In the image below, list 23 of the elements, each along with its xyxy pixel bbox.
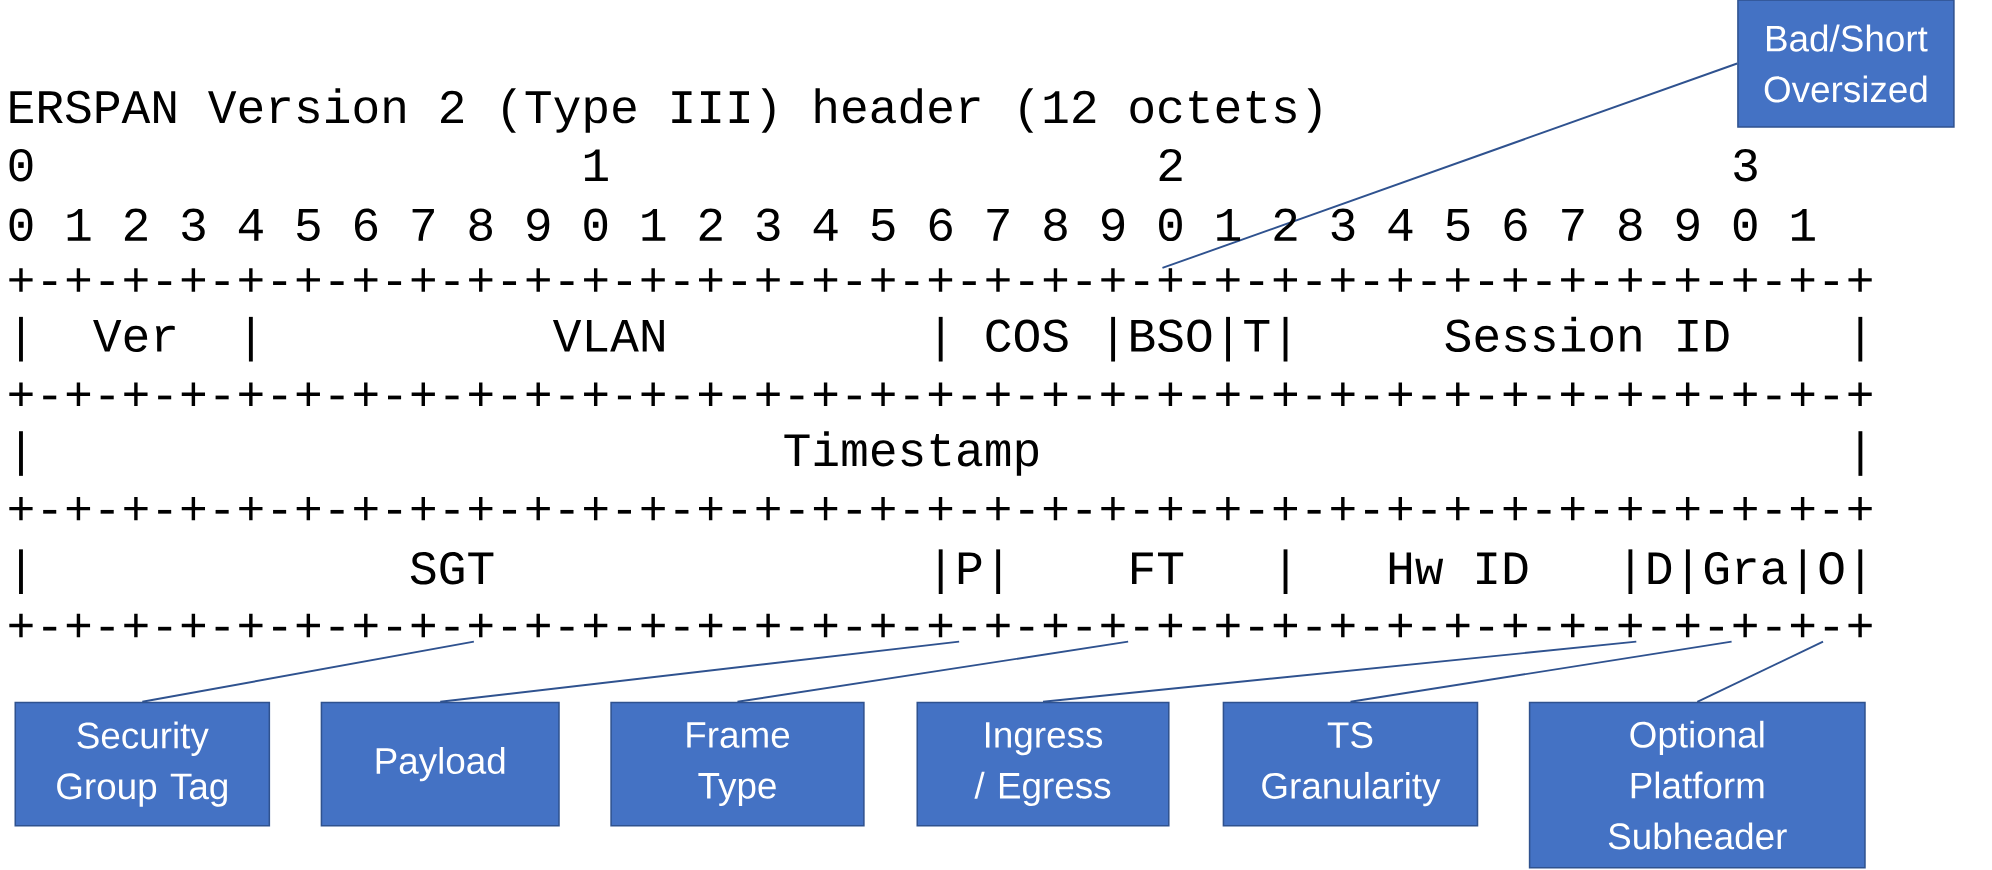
callout-box: Bad/Short Oversized <box>1737 0 1955 128</box>
separator-line: +-+-+-+-+-+-+-+-+-+-+-+-+-+-+-+-+-+-+-+-+-+-+-+-+-+-+-+-+-+-+-+-+ <box>9 496 1872 521</box>
leader-line <box>141 640 475 703</box>
callout-box: Ingress / Egress <box>916 701 1170 827</box>
leader-line <box>439 640 961 703</box>
callout-box: Security Group Tag <box>14 701 271 827</box>
leader-line <box>1696 640 1824 703</box>
field-row: | SGT |P| FT | Hw ID |D|Gra|O| <box>19 549 1863 594</box>
leader-line <box>1161 62 1739 269</box>
callout-box: Payload <box>320 701 560 827</box>
field-row: | Timestamp | <box>19 431 1863 476</box>
separator-line: +-+-+-+-+-+-+-+-+-+-+-+-+-+-+-+-+-+-+-+-+-+-+-+-+-+-+-+-+-+-+-+-+ <box>9 382 1872 406</box>
callout-box: Optional Platform Subheader <box>1528 701 1866 869</box>
separator-line: +-+-+-+-+-+-+-+-+-+-+-+-+-+-+-+-+-+-+-+-+-+-+-+-+-+-+-+-+-+-+-+-+ <box>9 268 1872 292</box>
field-row: | Ver | VLAN | COS |BSO|T| Session ID | <box>19 316 1863 362</box>
leader-line <box>736 640 1130 703</box>
bit-number-row: 0 1 2 3 <box>9 148 1757 182</box>
callout-box: Frame Type <box>610 701 865 827</box>
leader-line <box>1349 640 1733 703</box>
callout-box: TS Granularity <box>1222 701 1479 827</box>
leader-line <box>1042 640 1638 703</box>
separator-line: +-+-+-+-+-+-+-+-+-+-+-+-+-+-+-+-+-+-+-+-+-+-+-+-+-+-+-+-+-+-+-+-+ <box>9 613 1872 638</box>
header-title: ERSPAN Version 2 (Type III) header (12 octets) <box>10 88 1321 133</box>
